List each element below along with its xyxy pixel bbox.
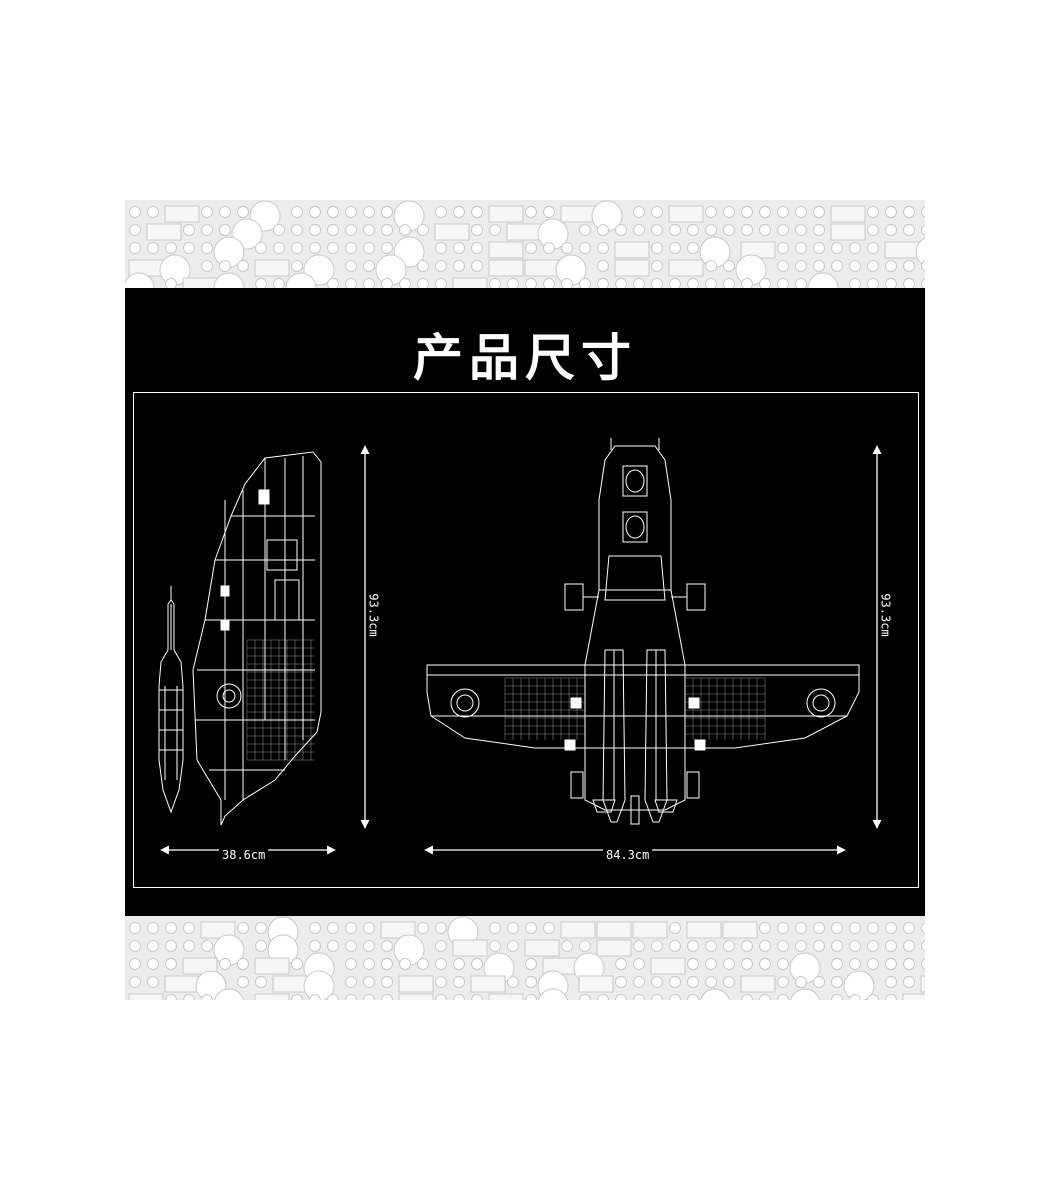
side-height-label: 93.3cm [366, 590, 381, 640]
top-view-ship [426, 438, 860, 825]
top-height-label: 93.3cm [878, 590, 893, 640]
dimension-frame [133, 392, 919, 888]
product-dimensions-card: 产品尺寸 [125, 200, 925, 1000]
side-view-ship [158, 451, 322, 826]
brick-texture [125, 200, 925, 288]
brick-pattern-bottom [125, 916, 925, 1000]
brick-texture [125, 916, 925, 1000]
brick-pattern-top [125, 200, 925, 288]
side-width-label: 38.6cm [219, 848, 269, 862]
blueprint-drawing [158, 438, 882, 855]
page-title: 产品尺寸 [413, 329, 637, 387]
top-width-label: 84.3cm [603, 848, 653, 862]
